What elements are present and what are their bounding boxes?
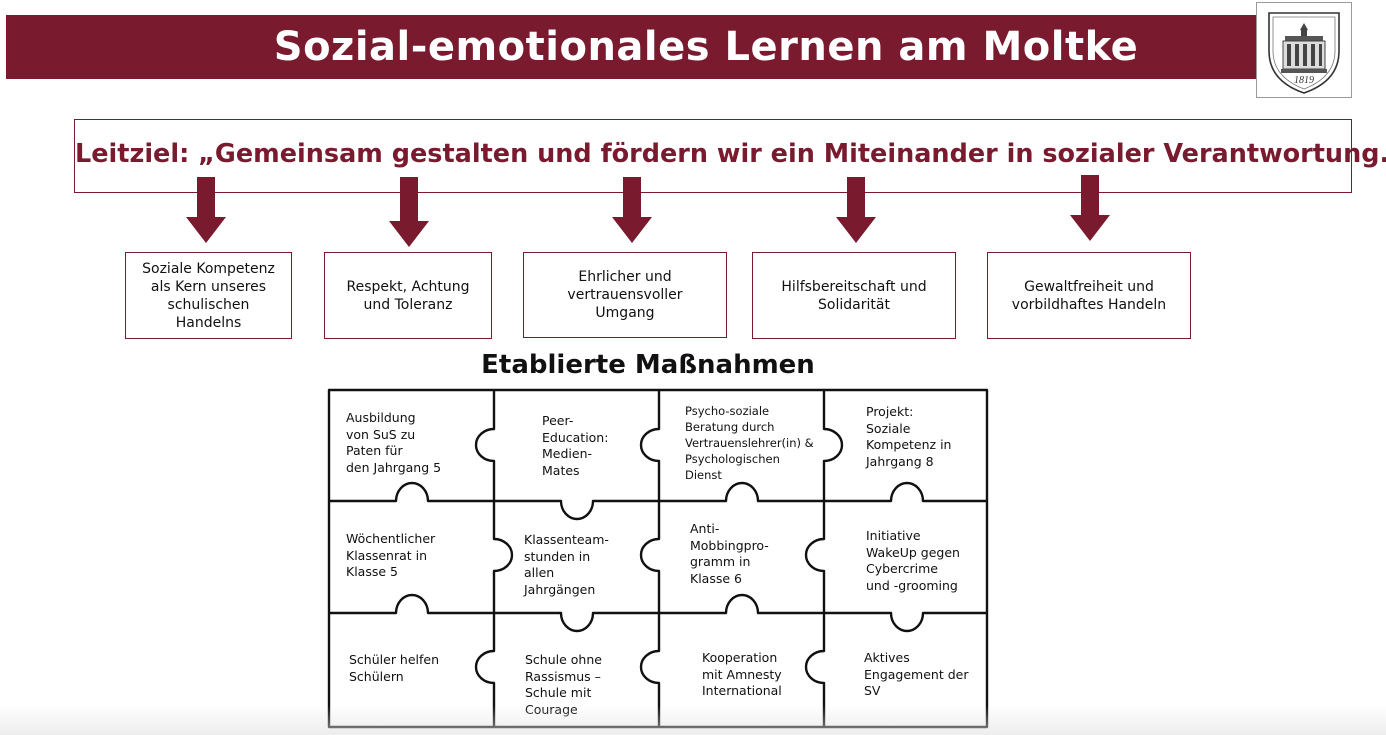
down-arrow-icon [389, 177, 429, 247]
measures-heading: Etablierte Maßnahmen [481, 350, 815, 380]
goal-box: Leitziel: „Gemeinsam gestalten und förde… [74, 119, 1386, 193]
puzzle-piece-label: Initiative WakeUp gegen Cybercrime und -… [866, 528, 960, 593]
puzzle-piece-label: Aktives Engagement der SV [864, 650, 969, 698]
crest-emblem-icon [1268, 12, 1340, 94]
goal-statement: Leitziel: „Gemeinsam gestalten und förde… [75, 139, 1386, 169]
down-arrow-icon [612, 177, 652, 243]
value-box-honesty: Ehrlicher und vertrauensvoller Umgang [523, 252, 727, 338]
value-label: Ehrlicher und vertrauensvoller Umgang [567, 269, 683, 321]
value-box-respect: Respekt, Achtung und Toleranz [324, 252, 492, 339]
title-bar: Sozial-emotionales Lernen am Moltke [6, 15, 1352, 79]
down-arrow-icon [1070, 175, 1110, 241]
puzzle-piece-label: Wöchentlicher Klassenrat in Klasse 5 [346, 531, 436, 579]
down-arrow-icon [186, 177, 226, 243]
value-box-solidarity: Hilfsbereitschaft und Solidarität [752, 252, 956, 339]
puzzle-piece-label: Ausbildung von SuS zu Paten für den Jahr… [346, 410, 442, 475]
puzzle-piece-label: Kooperation mit Amnesty International [702, 650, 782, 698]
value-box-social-competence: Soziale Kompetenz als Kern unseres schul… [125, 252, 292, 339]
school-crest-logo: 1819 [1256, 2, 1352, 98]
value-label: Soziale Kompetenz als Kern unseres schul… [142, 260, 275, 331]
puzzle-piece-label: Peer- Education: Medien- Mates [542, 413, 609, 478]
value-box-nonviolence: Gewaltfreiheit und vorbildhaftes Handeln [987, 252, 1191, 339]
page-title: Sozial-emotionales Lernen am Moltke [273, 24, 1139, 70]
value-label: Hilfsbereitschaft und Solidarität [781, 278, 927, 313]
crest-year: 1819 [1294, 75, 1314, 86]
value-label: Gewaltfreiheit und vorbildhaftes Handeln [1011, 278, 1167, 313]
puzzle-piece-label: Schüler helfen Schülern [349, 652, 440, 684]
down-arrow-icon [836, 177, 876, 243]
puzzle-piece-label: Klassenteam- stunden in allen Jahrgängen [524, 532, 609, 597]
value-label: Respekt, Achtung und Toleranz [346, 278, 470, 313]
puzzle-piece-label: Psycho-soziale Beratung durch Vertrauens… [685, 404, 814, 482]
puzzle-piece-label: Anti- Mobbingpro- gramm in Klasse 6 [690, 521, 769, 586]
puzzle-piece-label: Schule ohne Rassismus – Schule mit Coura… [525, 652, 602, 717]
puzzle-piece-label: Projekt: Soziale Kompetenz in Jahrgang 8 [866, 404, 952, 469]
